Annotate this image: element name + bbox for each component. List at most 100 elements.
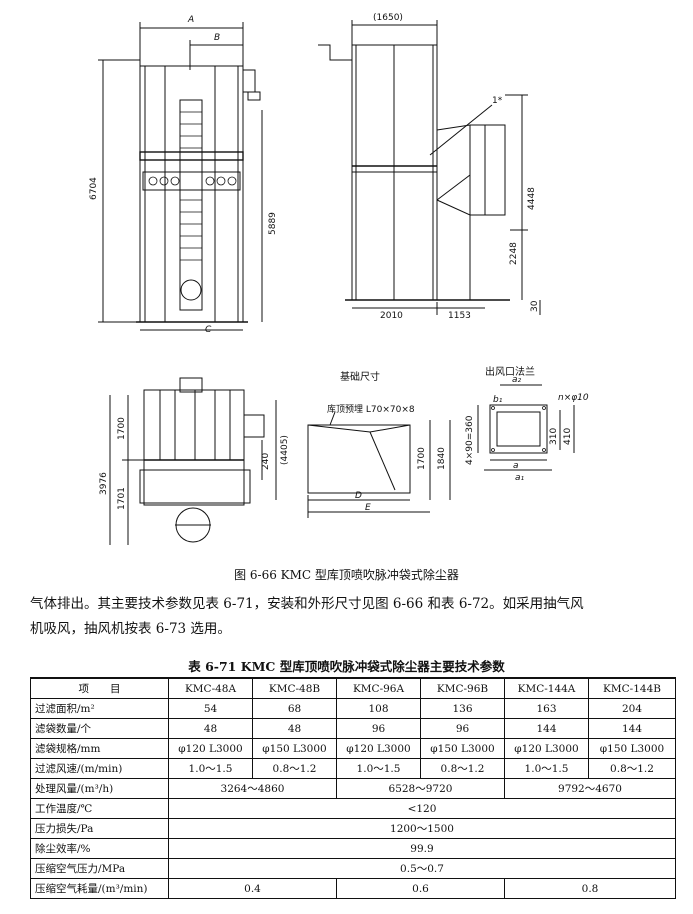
table-cell: 0.4 xyxy=(168,878,337,899)
header-cell: KMC-96A xyxy=(336,677,421,699)
row-label: 处理风量/(m³/h) xyxy=(30,778,169,799)
foundation-view xyxy=(307,411,451,518)
table-cell: 0.8～1.2 xyxy=(420,758,505,779)
base-title: 基础尺寸 xyxy=(340,370,380,383)
table-cell: 68 xyxy=(252,698,337,719)
table-cell: 0.8 xyxy=(504,878,676,899)
table-cell: 144 xyxy=(504,718,589,739)
row-label: 滤袋规格/mm xyxy=(30,738,169,759)
table-row: 工作温度/℃ <120 xyxy=(30,798,676,819)
dim-4448: 4448 xyxy=(527,187,537,210)
table-cell: 6528～9720 xyxy=(336,778,505,799)
dim-310: 310 xyxy=(549,428,559,445)
dim-b: B xyxy=(214,33,220,43)
table-row: 过滤面积/m² 54 68 108 136 163 204 xyxy=(30,698,676,719)
figure-caption: 图 6-66 KMC 型库顶喷吹脉冲袋式除尘器 xyxy=(234,568,459,582)
table-header-row: 项 目 KMC-48A KMC-48B KMC-96A KMC-96B KMC-… xyxy=(30,677,676,699)
engineering-drawing: A B C 6704 5889 (1650) 1* 4448 2248 30 2… xyxy=(89,13,589,545)
table-cell: 99.9 xyxy=(168,838,676,859)
dim-b1: b₁ xyxy=(493,395,503,405)
table-cell: 1200～1500 xyxy=(168,818,676,839)
spec-table: 项 目 KMC-48A KMC-48B KMC-96A KMC-96B KMC-… xyxy=(30,677,676,899)
header-cell: KMC-96B xyxy=(420,677,505,699)
table-cell: φ150 L3000 xyxy=(420,738,505,759)
table-cell: 108 xyxy=(336,698,421,719)
header-cell: KMC-144A xyxy=(504,677,589,699)
row-label: 过滤面积/m² xyxy=(30,698,169,719)
table-cell: 0.8～1.2 xyxy=(252,758,337,779)
table-row: 压缩空气耗量/(m³/min) 0.4 0.6 0.8 xyxy=(30,878,676,899)
dim-a1: a₁ xyxy=(515,473,525,483)
table-row: 压力损失/Pa 1200～1500 xyxy=(30,818,676,839)
table-cell: 1.0～1.5 xyxy=(168,758,253,779)
table-cell: 3264～4860 xyxy=(168,778,337,799)
dim-6704: 6704 xyxy=(89,177,99,200)
dim-a2: a₂ xyxy=(512,375,522,385)
dim-a: A xyxy=(187,15,194,25)
header-cell: KMC-48B xyxy=(252,677,337,699)
table-cell: 96 xyxy=(336,718,421,739)
dim-30: 30 xyxy=(530,300,540,312)
table-cell: φ120 L3000 xyxy=(504,738,589,759)
dim-2248: 2248 xyxy=(509,242,519,265)
table-cell: 144 xyxy=(588,718,676,739)
table-row: 处理风量/(m³/h) 3264～4860 6528～9720 9792～467… xyxy=(30,778,676,799)
plan-view xyxy=(109,377,277,545)
row-label: 压缩空气压力/MPa xyxy=(30,858,169,879)
dim-e: E xyxy=(365,503,371,513)
table-row: 滤袋数量/个 48 48 96 96 144 144 xyxy=(30,718,676,739)
table-cell: 54 xyxy=(168,698,253,719)
paragraph-line-2: 机吸风，抽风机按表 6-73 选用。 xyxy=(30,621,231,637)
table-cell: 1.0～1.5 xyxy=(504,758,589,779)
table-cell: 163 xyxy=(504,698,589,719)
dim-4405: (4405) xyxy=(280,435,290,465)
dim-4x90: 4×90=360 xyxy=(465,415,475,465)
mark-1: 1* xyxy=(492,96,503,106)
table-cell: 9792～4670 xyxy=(504,778,676,799)
dim-c: C xyxy=(205,325,212,335)
dim-1700b: 1700 xyxy=(417,447,427,470)
holes: n×φ10 xyxy=(558,393,589,403)
table-title: 表 6-71 KMC 型库顶喷吹脉冲袋式除尘器主要技术参数 xyxy=(188,659,505,674)
header-cell: KMC-48A xyxy=(168,677,253,699)
flange-view xyxy=(477,384,575,471)
row-label: 滤袋数量/个 xyxy=(30,718,169,739)
dim-5889: 5889 xyxy=(268,212,278,235)
header-cell: 项 目 xyxy=(30,677,169,699)
table-cell: <120 xyxy=(168,798,676,819)
table-row: 除尘效率/% 99.9 xyxy=(30,838,676,859)
dim-d: D xyxy=(355,491,362,501)
dim-1840: 1840 xyxy=(437,447,447,470)
dim-1701: 1701 xyxy=(117,487,127,510)
dim-240: 240 xyxy=(261,453,271,470)
header-cell: KMC-144B xyxy=(588,677,676,699)
table-cell: 48 xyxy=(252,718,337,739)
front-view xyxy=(98,22,263,331)
table-row: 过滤风速/(m/min) 1.0～1.5 0.8～1.2 1.0～1.5 0.8… xyxy=(30,758,676,779)
body-paragraph: 气体排出。其主要技术参数见表 6-71，安装和外形尺寸见图 6-66 和表 6-… xyxy=(30,592,675,642)
table-row: 压缩空气压力/MPa 0.5～0.7 xyxy=(30,858,676,879)
table-cell: 136 xyxy=(420,698,505,719)
flange-title: 出风口法兰 xyxy=(485,365,535,378)
table-cell: φ150 L3000 xyxy=(588,738,676,759)
row-label: 工作温度/℃ xyxy=(30,798,169,819)
side-view xyxy=(318,20,541,315)
dim-3976: 3976 xyxy=(99,472,109,495)
dim-410: 410 xyxy=(563,428,573,445)
table-cell: φ150 L3000 xyxy=(252,738,337,759)
dim-1650: (1650) xyxy=(373,13,403,23)
table-cell: φ120 L3000 xyxy=(336,738,421,759)
embed-note: 库顶预埋 L70×70×8 xyxy=(327,403,415,415)
dim-1153: 1153 xyxy=(448,311,471,321)
table-cell: 1.0～1.5 xyxy=(336,758,421,779)
row-label: 压缩空气耗量/(m³/min) xyxy=(30,878,169,899)
dim-2010: 2010 xyxy=(380,311,403,321)
table-cell: 0.8～1.2 xyxy=(588,758,676,779)
table-cell: 0.6 xyxy=(336,878,505,899)
table-row: 滤袋规格/mm φ120 L3000 φ150 L3000 φ120 L3000… xyxy=(30,738,676,759)
table-cell: 204 xyxy=(588,698,676,719)
row-label: 除尘效率/% xyxy=(30,838,169,859)
table-cell: φ120 L3000 xyxy=(168,738,253,759)
table-cell: 48 xyxy=(168,718,253,739)
row-label: 过滤风速/(m/min) xyxy=(30,758,169,779)
